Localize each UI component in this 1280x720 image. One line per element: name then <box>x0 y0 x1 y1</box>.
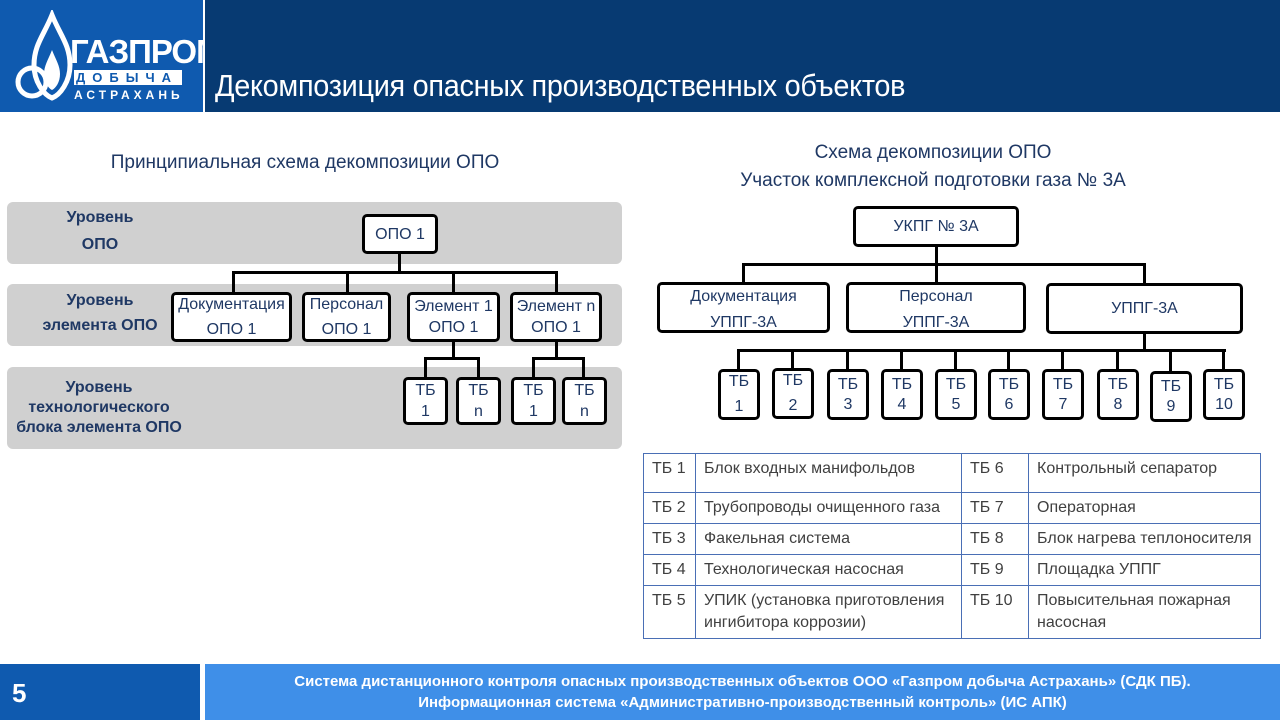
logo: ГАЗПРОМ ДОБЫЧА АСТРАХАНЬ <box>0 0 224 112</box>
connector <box>424 357 480 360</box>
right-element-node: УППГ-3А <box>1046 283 1243 334</box>
legend-block-code: ТБ 10 <box>961 585 1029 639</box>
legend-block-name: Трубопроводы очищенного газа <box>695 492 962 524</box>
connector <box>738 349 1226 352</box>
connector <box>532 357 585 360</box>
flame-logo-icon <box>15 10 73 101</box>
page-number: 5 <box>12 678 27 708</box>
legend-block-code: ТБ 8 <box>961 523 1029 555</box>
legend-block-code: ТБ 4 <box>643 554 696 586</box>
connector <box>1143 333 1146 351</box>
connector <box>452 340 455 359</box>
legend-block-code: ТБ 3 <box>643 523 696 555</box>
right-schema-title: Схема декомпозиции ОПО Участок комплексн… <box>740 142 1126 191</box>
title-bar: Декомпозиция опасных производственных об… <box>205 0 1280 112</box>
connector <box>954 349 957 371</box>
logo-word-gazprom: ГАЗПРОМ <box>70 33 224 70</box>
legend-block-code: ТБ 2 <box>643 492 696 524</box>
legend-block-name: Блок входных манифольдов <box>695 453 962 493</box>
level-label-opo: Уровень ОПО <box>66 209 134 253</box>
connector <box>791 349 794 371</box>
connector <box>1143 263 1146 285</box>
connector <box>555 340 558 359</box>
level-label-block: Уровень технологического блока элемента … <box>16 379 182 436</box>
connector <box>846 349 849 371</box>
legend-block-name: Технологическая насосная <box>695 554 962 586</box>
left-schema-title: Принципиальная схема декомпозиции ОПО <box>110 152 500 173</box>
footer-caption: Система дистанционного контроля опасных … <box>205 664 1280 720</box>
connector <box>232 271 558 274</box>
connector <box>232 271 235 294</box>
connector <box>900 349 903 371</box>
connector <box>452 271 455 294</box>
connector <box>582 357 585 379</box>
connector <box>742 263 745 285</box>
legend-block-name: Блок нагрева теплоносителя <box>1028 523 1261 555</box>
left-root-node: ОПО 1 <box>362 214 438 254</box>
connector <box>424 357 427 379</box>
page-number-block: 5 <box>0 664 200 720</box>
connector <box>1061 349 1064 371</box>
logo-word-astrakhan: АСТРАХАНЬ <box>74 88 184 102</box>
legend-block-name: Контрольный сепаратор <box>1028 453 1261 493</box>
legend-block-code: ТБ 9 <box>961 554 1029 586</box>
connector <box>742 263 1146 266</box>
logo-word-dobycha: ДОБЫЧА <box>74 70 182 85</box>
connector <box>346 271 349 294</box>
right-root-node: УКПГ № 3А <box>853 206 1019 247</box>
connector <box>1169 349 1172 371</box>
connector <box>737 349 740 371</box>
level-band-opo <box>7 202 622 264</box>
legend-block-code: ТБ 5 <box>643 585 696 639</box>
connector <box>1007 349 1010 371</box>
connector <box>1116 349 1119 371</box>
legend-block-name: Площадка УППГ <box>1028 554 1261 586</box>
legend-block-code: ТБ 6 <box>961 453 1029 493</box>
legend-block-name: Факельная система <box>695 523 962 555</box>
connector <box>935 263 938 285</box>
legend-block-name: Операторная <box>1028 492 1261 524</box>
legend-block-code: ТБ 7 <box>961 492 1029 524</box>
connector <box>532 357 535 379</box>
legend-block-name: УПИК (установка приготовления ингибитора… <box>695 585 962 639</box>
legend-block-code: ТБ 1 <box>643 453 696 493</box>
page-title: Декомпозиция опасных производственных об… <box>215 68 906 103</box>
connector <box>1222 349 1225 371</box>
connector <box>935 245 938 265</box>
connector <box>555 271 558 294</box>
legend-block-name: Повысительная пожарная насосная <box>1028 585 1261 639</box>
level-label-element: Уровень элемента ОПО <box>42 292 158 334</box>
connector <box>477 357 480 379</box>
connector <box>398 253 401 273</box>
